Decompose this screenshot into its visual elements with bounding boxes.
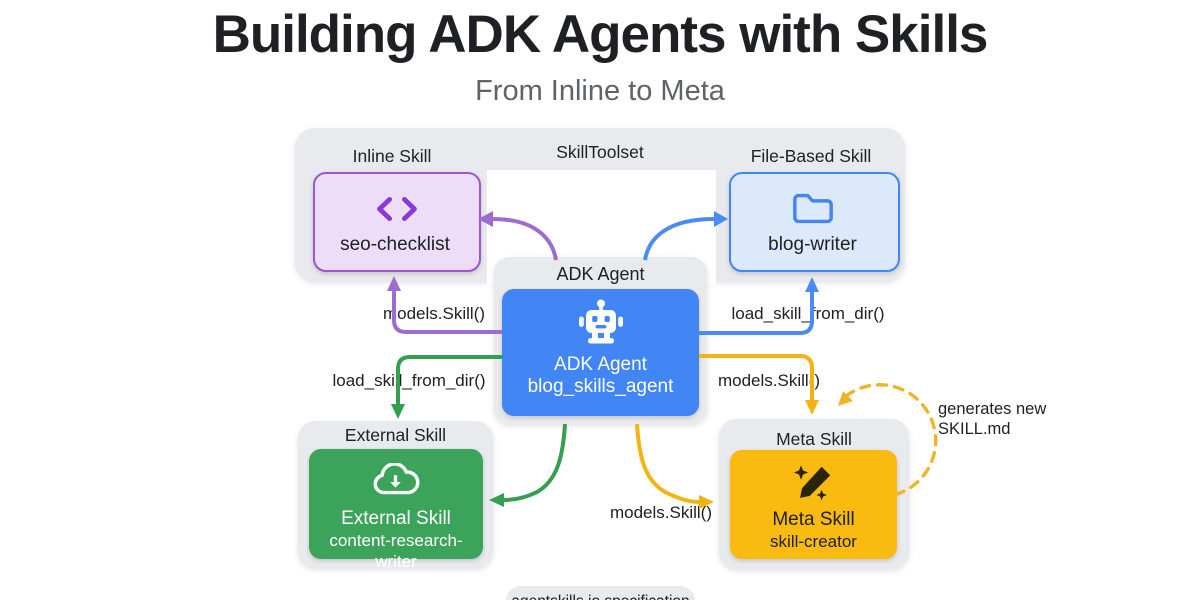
edge-label-inline-models-skill: models.Skill() bbox=[382, 304, 486, 323]
inline-skill-node: seo-checklist bbox=[313, 172, 481, 272]
cloud-download-icon bbox=[370, 462, 422, 505]
inline-skill-name: seo-checklist bbox=[340, 234, 450, 255]
skilltoolset-label: SkillToolset bbox=[556, 142, 644, 162]
code-chevrons-icon bbox=[374, 196, 420, 227]
footer-spec-label: agentskills.io specification bbox=[511, 593, 689, 600]
file-based-skill-node: blog-writer bbox=[729, 172, 900, 272]
file-based-skill-group-label: File-Based Skill bbox=[750, 146, 872, 166]
folder-icon bbox=[791, 191, 835, 231]
magic-wand-icon bbox=[791, 462, 835, 511]
annotation-line1: generates new bbox=[938, 400, 1047, 418]
external-skill-node: External Skill content-research-writer bbox=[309, 449, 483, 571]
adk-agent-name-line2: blog_skills_agent bbox=[527, 376, 674, 397]
edge-label-file-load-skill: load_skill_from_dir() bbox=[731, 304, 885, 323]
adk-agent-name-line1: ADK Agent bbox=[554, 354, 647, 375]
generates-new-skill-annotation: generates new SKILL.md bbox=[938, 399, 1068, 439]
meta-skill-name-line2: skill-creator bbox=[770, 532, 857, 551]
edge-label-meta-models-skill-right: models.Skill() bbox=[717, 371, 821, 390]
footer-spec-pill: agentskills.io specification bbox=[506, 586, 695, 600]
meta-skill-group-label: Meta Skill bbox=[776, 429, 852, 449]
meta-skill-name-line1: Meta Skill bbox=[772, 509, 855, 530]
robot-icon bbox=[576, 299, 626, 350]
file-based-skill-name: blog-writer bbox=[768, 234, 857, 255]
external-skill-name-line2: content-research-writer bbox=[329, 531, 463, 571]
adk-agent-node: ADK Agent blog_skills_agent bbox=[502, 289, 699, 416]
external-skill-group-label: External Skill bbox=[344, 425, 447, 445]
page-title: Building ADK Agents with Skills bbox=[212, 5, 989, 64]
meta-skill-node: Meta Skill skill-creator bbox=[730, 450, 897, 559]
adk-agent-group-label: ADK Agent bbox=[556, 264, 645, 284]
edge-label-external-load-skill: load_skill_from_dir() bbox=[332, 371, 486, 390]
external-skill-name-line1: External Skill bbox=[341, 508, 451, 529]
page-subtitle: From Inline to Meta bbox=[475, 75, 725, 107]
edge-label-meta-models-skill-bottom: models.Skill() bbox=[609, 503, 713, 522]
inline-skill-group-label: Inline Skill bbox=[352, 146, 432, 166]
annotation-line2: SKILL.md bbox=[938, 420, 1011, 438]
